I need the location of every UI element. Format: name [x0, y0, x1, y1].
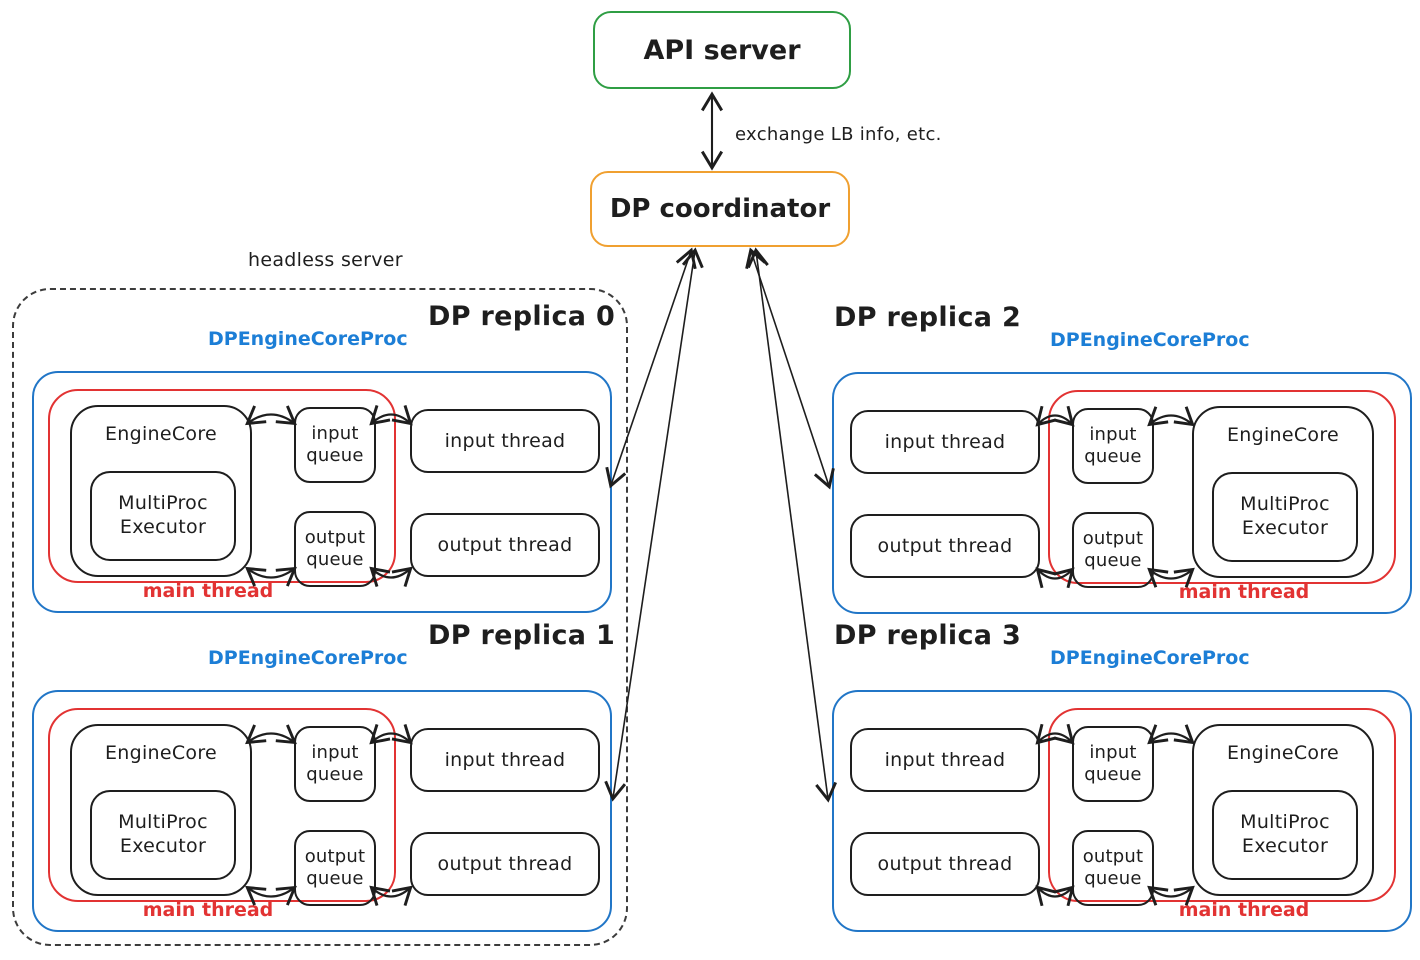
input-queue-box: input queue — [294, 726, 376, 802]
input-thread-label: input thread — [884, 749, 1006, 771]
headless-server-label: headless server — [248, 249, 403, 271]
main-thread-label: main thread — [1178, 899, 1310, 921]
input-thread-label: input thread — [884, 431, 1006, 453]
output-queue-label: output queue — [304, 527, 366, 570]
dp-coordinator-box: DP coordinator — [590, 171, 850, 247]
arrow-coordinator-replica2 — [745, 247, 835, 490]
replica-title: DP replica 1 — [428, 620, 616, 651]
output-thread-box: output thread — [410, 832, 600, 896]
multiproc-executor-box: MultiProc Executor — [90, 790, 236, 880]
multiproc-executor-label: MultiProc Executor — [118, 492, 208, 538]
dp-replica-1: DP replica 1 DPEngineCoreProc EngineCore… — [32, 620, 615, 932]
replica-title: DP replica 0 — [428, 301, 616, 332]
input-queue-box: input queue — [1072, 726, 1154, 802]
input-queue-label: input queue — [1084, 424, 1142, 467]
multiproc-executor-box: MultiProc Executor — [1212, 472, 1358, 562]
output-queue-box: output queue — [294, 511, 376, 587]
main-thread-box — [1048, 390, 1396, 584]
input-thread-box: input thread — [410, 409, 600, 473]
api-server-box: API server — [593, 11, 851, 89]
enginecore-label: EngineCore — [1226, 742, 1340, 764]
output-thread-box: output thread — [850, 832, 1040, 896]
output-queue-label: output queue — [304, 846, 366, 889]
multiproc-executor-label: MultiProc Executor — [118, 811, 208, 857]
main-thread-label: main thread — [1178, 581, 1310, 603]
main-thread-box — [48, 708, 396, 902]
output-queue-label: output queue — [1082, 528, 1144, 571]
enginecore-box: EngineCore MultiProc Executor — [1192, 406, 1374, 578]
dpenginecoreproc-label: DPEngineCoreProc — [1050, 647, 1250, 669]
output-queue-label: output queue — [1082, 846, 1144, 889]
input-queue-label: input queue — [306, 742, 364, 785]
enginecore-label: EngineCore — [1226, 424, 1340, 446]
multiproc-executor-label: MultiProc Executor — [1240, 811, 1330, 857]
input-queue-box: input queue — [294, 407, 376, 483]
output-queue-box: output queue — [1072, 830, 1154, 906]
dpenginecoreproc-box — [832, 690, 1412, 932]
enginecore-box: EngineCore MultiProc Executor — [70, 405, 252, 577]
output-thread-box: output thread — [850, 514, 1040, 578]
api-server-label: API server — [643, 34, 801, 66]
output-thread-label: output thread — [877, 853, 1013, 875]
input-queue-box: input queue — [1072, 408, 1154, 484]
dp-replica-2: DP replica 2 DPEngineCoreProc EngineCore… — [832, 302, 1412, 614]
dpenginecoreproc-label: DPEngineCoreProc — [1050, 329, 1250, 351]
exchange-lb-info-label: exchange LB info, etc. — [735, 124, 942, 145]
input-thread-label: input thread — [444, 749, 566, 771]
output-thread-box: output thread — [410, 513, 600, 577]
main-thread-label: main thread — [142, 899, 274, 921]
main-thread-label: main thread — [142, 580, 274, 602]
output-thread-label: output thread — [877, 535, 1013, 557]
main-thread-box — [48, 389, 396, 583]
multiproc-executor-box: MultiProc Executor — [1212, 790, 1358, 880]
output-thread-label: output thread — [437, 853, 573, 875]
replica-title: DP replica 2 — [834, 302, 1022, 333]
input-queue-label: input queue — [1084, 742, 1142, 785]
enginecore-label: EngineCore — [104, 742, 218, 764]
replica-title: DP replica 3 — [834, 620, 1022, 651]
main-thread-box — [1048, 708, 1396, 902]
input-queue-label: input queue — [306, 423, 364, 466]
multiproc-executor-box: MultiProc Executor — [90, 471, 236, 561]
input-thread-box: input thread — [850, 410, 1040, 474]
input-thread-box: input thread — [410, 728, 600, 792]
output-queue-box: output queue — [1072, 512, 1154, 588]
output-queue-box: output queue — [294, 830, 376, 906]
enginecore-box: EngineCore MultiProc Executor — [70, 724, 252, 896]
input-thread-label: input thread — [444, 430, 566, 452]
multiproc-executor-label: MultiProc Executor — [1240, 493, 1330, 539]
output-thread-label: output thread — [437, 534, 573, 556]
dpenginecoreproc-label: DPEngineCoreProc — [208, 647, 408, 669]
input-thread-box: input thread — [850, 728, 1040, 792]
enginecore-box: EngineCore MultiProc Executor — [1192, 724, 1374, 896]
dp-replica-0: DP replica 0 DPEngineCoreProc EngineCore… — [32, 301, 615, 613]
dp-replica-3: DP replica 3 DPEngineCoreProc EngineCore… — [832, 620, 1412, 932]
dpenginecoreproc-box — [32, 690, 612, 932]
dp-coordinator-label: DP coordinator — [609, 194, 831, 224]
arrow-coordinator-replica3 — [747, 247, 837, 803]
enginecore-label: EngineCore — [104, 423, 218, 445]
dpenginecoreproc-label: DPEngineCoreProc — [208, 328, 408, 350]
